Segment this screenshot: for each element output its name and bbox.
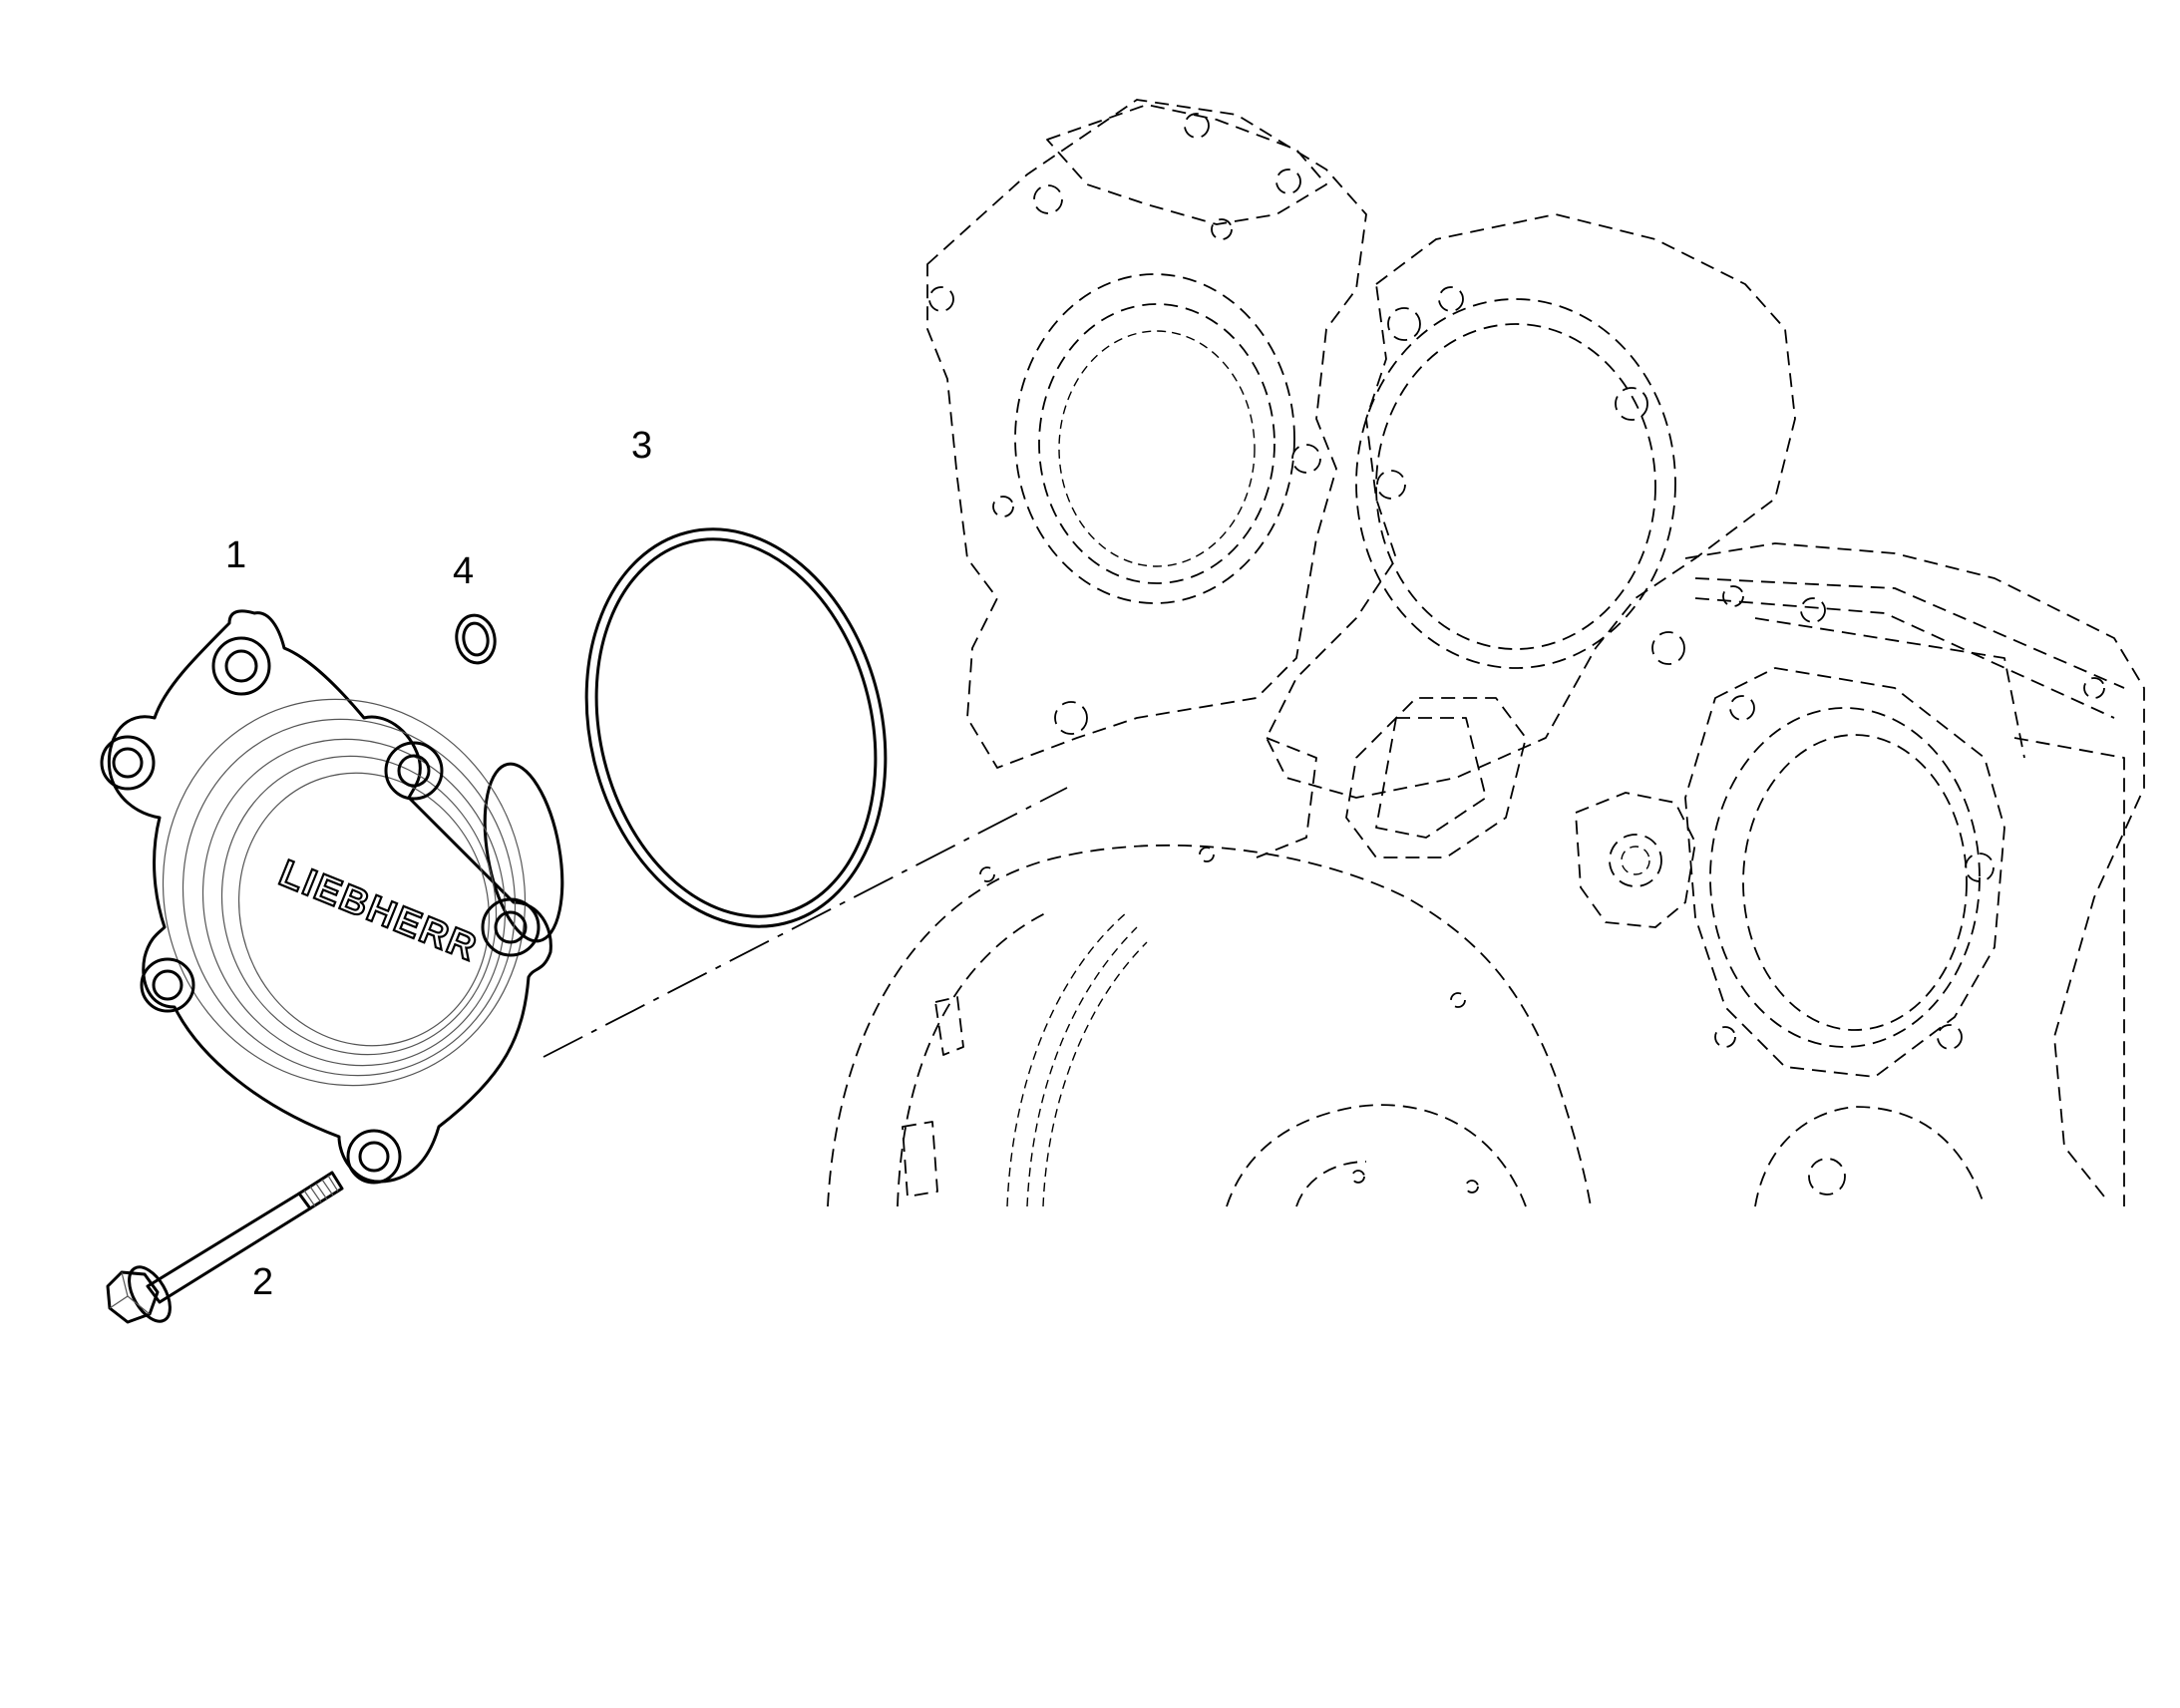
bolt-holes (100, 636, 541, 1185)
engine-housing (827, 99, 2145, 1207)
cover-logo: LIEBHERR (273, 853, 484, 970)
hex-bolt (106, 1171, 344, 1324)
cover-part: LIEBHERR (100, 609, 564, 1185)
callout-1: 1 (225, 534, 247, 576)
callout-2: 2 (252, 1261, 274, 1303)
center-line (543, 787, 1068, 1058)
o-ring-large (584, 527, 888, 928)
sealing-ring-small (455, 613, 497, 665)
callout-3: 3 (631, 425, 653, 467)
callout-4: 4 (453, 550, 475, 592)
